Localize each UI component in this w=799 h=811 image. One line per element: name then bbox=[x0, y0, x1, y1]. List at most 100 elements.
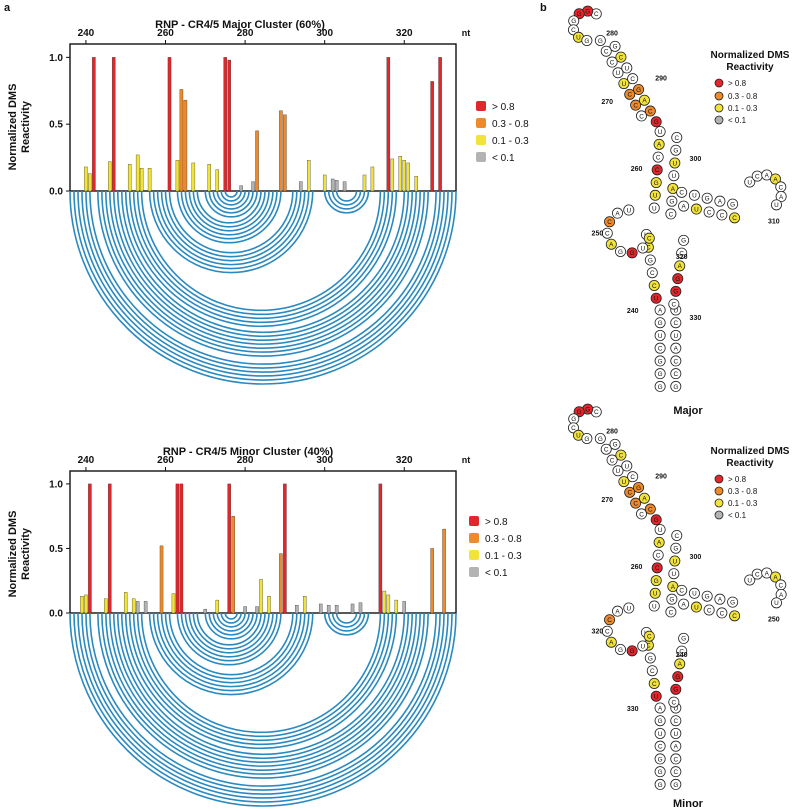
nucleotide bbox=[654, 355, 666, 367]
nucleotide-letter: C bbox=[627, 92, 632, 99]
nucleotide-letter: G bbox=[675, 276, 680, 283]
nucleotide bbox=[716, 209, 728, 221]
position-label: 250 bbox=[768, 617, 780, 624]
bar bbox=[378, 483, 383, 614]
chart-title: RNP - CR4/5 Minor Cluster (40%) bbox=[163, 446, 334, 458]
nucleotide bbox=[670, 380, 682, 392]
nucleotide bbox=[618, 476, 630, 488]
nucleotide-letter: C bbox=[720, 212, 725, 219]
nucleotide-letter: U bbox=[692, 193, 697, 200]
nucleotide-letter: C bbox=[646, 245, 651, 252]
y-tick-label: 0.5 bbox=[49, 544, 63, 555]
nucleotide bbox=[775, 191, 787, 202]
bar bbox=[414, 176, 418, 192]
nucleotide bbox=[601, 227, 613, 239]
bar bbox=[84, 166, 88, 192]
nucleotide-letter: G bbox=[630, 648, 635, 655]
legend-dot-midhigh bbox=[714, 486, 724, 496]
base-pair-arc bbox=[132, 190, 390, 320]
bar bbox=[283, 114, 287, 192]
nucleotide bbox=[609, 438, 621, 450]
y-axis-label: Normalized DMSReactivity bbox=[7, 84, 32, 171]
nucleotide bbox=[654, 342, 666, 354]
nucleotide bbox=[670, 766, 682, 778]
bar bbox=[108, 483, 112, 614]
nucleotide bbox=[669, 157, 681, 169]
nucleotide bbox=[644, 652, 656, 664]
nucleotide bbox=[701, 192, 713, 204]
nucleotide-letter: C bbox=[707, 607, 712, 614]
nucleotide-letter: U bbox=[652, 603, 657, 610]
bar bbox=[227, 59, 231, 192]
position-label: 300 bbox=[690, 554, 702, 561]
nucleotide bbox=[654, 740, 666, 752]
base-pair-arc bbox=[216, 190, 246, 206]
nucleotide bbox=[637, 242, 649, 254]
base-pair-arc bbox=[77, 612, 449, 799]
legend-label-midhigh: 0.3 - 0.8 bbox=[485, 534, 522, 545]
position-label: 290 bbox=[655, 76, 667, 83]
secondary-structure-major: GGGCUGAGCCAUCUUCCGCUCGGACGCUGGACCAUUUGCC… bbox=[567, 5, 787, 392]
nucleotide-letter: G bbox=[584, 38, 589, 45]
nucleotide-letter: U bbox=[640, 643, 645, 650]
base-pair-arc bbox=[212, 612, 250, 632]
nucleotide bbox=[652, 151, 664, 163]
base-pair-arc bbox=[188, 190, 270, 232]
base-pair-arc bbox=[148, 190, 314, 274]
chart-major: RNP - CR4/5 Major Cluster (60%) Normaliz… bbox=[7, 19, 529, 385]
y-tick-label: 1.0 bbox=[49, 479, 63, 490]
nucleotide-letter: C bbox=[679, 648, 684, 655]
base-pair-arc bbox=[120, 190, 406, 333]
nucleotide bbox=[637, 640, 649, 652]
base-pair-arc bbox=[105, 190, 421, 349]
base-pair-arc bbox=[188, 612, 270, 654]
nucleotide bbox=[670, 368, 682, 380]
nucleotide bbox=[644, 503, 656, 515]
nucleotide-letter: G bbox=[669, 597, 674, 604]
position-label: 280 bbox=[606, 429, 618, 436]
nucleotide-letter: C bbox=[707, 209, 712, 216]
base-pair-arc bbox=[184, 190, 274, 236]
nucleotide-letter: U bbox=[658, 527, 663, 534]
nucleotide bbox=[648, 279, 660, 291]
base-pair-arc bbox=[85, 612, 441, 791]
nucleotide-letter: A bbox=[773, 574, 778, 581]
x-tick-label: 240 bbox=[78, 455, 95, 466]
nucleotide-letter: G bbox=[571, 18, 576, 25]
nucleotide-letter: C bbox=[648, 108, 653, 115]
y-axis-label: Normalized DMSReactivity bbox=[7, 511, 32, 598]
legend-swatch-high bbox=[469, 516, 479, 526]
nucleotide-letter: G bbox=[705, 594, 710, 601]
nucleotide-letter: C bbox=[658, 346, 663, 353]
y-tick-label: 0.5 bbox=[49, 120, 63, 131]
legend-swatch-midhigh bbox=[469, 533, 479, 543]
bar bbox=[123, 592, 128, 614]
position-label: 270 bbox=[601, 497, 613, 504]
arc-diagram bbox=[69, 612, 457, 807]
nucleotide bbox=[729, 212, 741, 224]
chart-minor: RNP - CR4/5 Minor Cluster (40%) Normaliz… bbox=[7, 446, 522, 807]
nucleotide-letter: A bbox=[779, 592, 784, 599]
nucleotide-letter: U bbox=[674, 333, 679, 340]
nucleotide-letter: C bbox=[610, 59, 615, 66]
nucleotide-letter: G bbox=[673, 148, 678, 155]
nucleotide-letter: A bbox=[657, 142, 662, 149]
bar bbox=[322, 174, 327, 192]
nucleotide bbox=[633, 83, 645, 95]
nucleotide-letter: A bbox=[718, 597, 723, 604]
nucleotide bbox=[770, 597, 782, 609]
nucleotide-letter: C bbox=[674, 320, 679, 327]
nucleotide-letter: G bbox=[681, 636, 686, 643]
bar bbox=[227, 483, 231, 614]
nucleotide-letter: A bbox=[609, 242, 614, 249]
nucleotide-letter: C bbox=[610, 457, 615, 464]
nucleotide-letter: U bbox=[674, 307, 679, 314]
nucleotide-letter: C bbox=[607, 219, 612, 226]
base-pair-arc bbox=[101, 612, 425, 775]
bar-series bbox=[80, 483, 446, 614]
nucleotide-letter: G bbox=[630, 250, 635, 257]
nucleotide-letter: C bbox=[619, 452, 624, 459]
nucleotide-letter: U bbox=[654, 296, 659, 303]
nucleotide bbox=[703, 206, 715, 218]
nucleotide-letter: C bbox=[647, 634, 652, 641]
